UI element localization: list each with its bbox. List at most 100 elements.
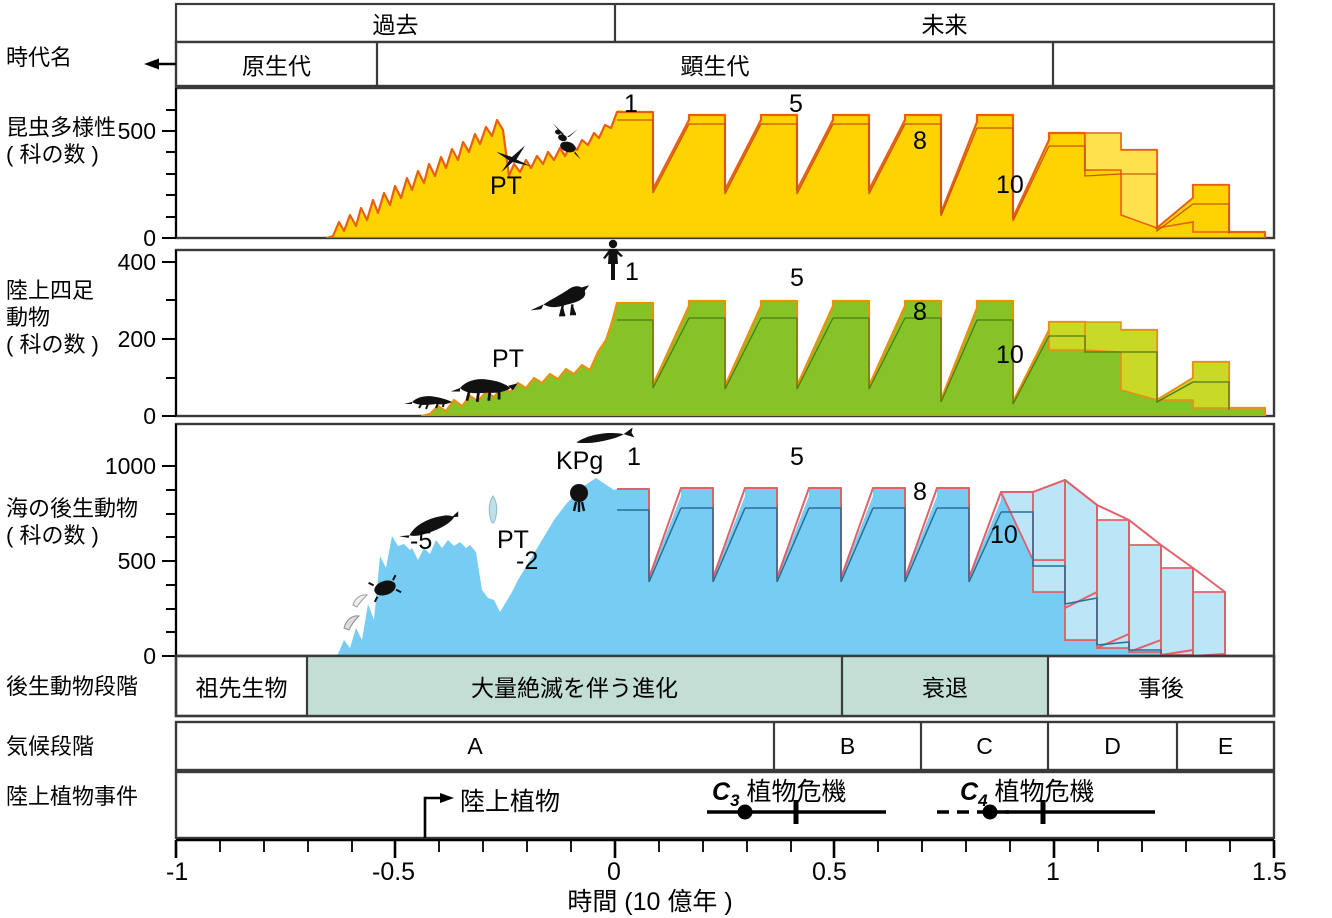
insects-annot-10: 10: [996, 171, 1024, 199]
xtick--0.5: -0.5: [372, 858, 416, 886]
climate-stage-D: D: [1104, 732, 1121, 759]
insects-annot-8: 8: [913, 127, 927, 155]
c3-label-prefix: C: [712, 778, 731, 806]
marine-area: [332, 478, 1225, 656]
shell-silhouette: [343, 615, 361, 631]
row-label-plant-events: 陸上植物事件: [6, 784, 139, 809]
insects-annot-PT: PT: [490, 172, 522, 200]
era-cell-phanerozoic: 顕生代: [680, 53, 750, 79]
climate-stage-A: A: [467, 732, 483, 759]
anomalocaris-silhouette: [399, 511, 459, 538]
era-row: [144, 40, 1276, 88]
land-plants-label: 陸上植物: [460, 788, 561, 816]
marine-annot-minus5: -5: [410, 527, 433, 555]
marine-ytick-1000: 1000: [104, 453, 156, 479]
era-cell-proterozoic: 原生代: [242, 53, 311, 79]
tetrapods-inner-contours: [617, 317, 1230, 410]
c4-crisis-bar: [937, 800, 1155, 824]
panel-insects: [162, 86, 1276, 240]
insects-inner-contours: [617, 119, 1230, 234]
marine-annot-5: 5: [790, 443, 804, 471]
tetrapods-annot-PT: PT: [492, 345, 524, 373]
tetrapods-annot-5: 5: [790, 264, 804, 292]
row-label-tetrapods: 陸上四足 動物 ( 科の数 ): [6, 278, 99, 357]
shell-silhouette-2: [352, 594, 369, 608]
era-cell-blank: [1053, 42, 1274, 86]
tetrapods-upper-band: [1084, 321, 1158, 401]
graptolite-silhouette: [488, 495, 498, 524]
tetrapods-y-axis: [162, 250, 177, 417]
marine-red-outline: [617, 479, 1226, 656]
insects-upper-band: [1084, 132, 1158, 229]
insects-annot-1: 1: [624, 90, 638, 118]
insects-y-axis: [162, 88, 177, 239]
c3-label-sub: 3: [730, 791, 740, 810]
insects-annot-5: 5: [789, 90, 803, 118]
c3-label-suffix: 植物危機: [739, 778, 847, 806]
metazoan-stage-radiation: 大量絶滅を伴う進化: [471, 675, 678, 701]
xtick-1.5: 1.5: [1252, 858, 1287, 886]
xtick-0: 0: [607, 858, 621, 886]
x-axis: [174, 838, 1276, 858]
era-arrow-icon: [144, 58, 176, 70]
c4-label-suffix: 植物危機: [987, 778, 1095, 806]
marine-annot-minus2: -2: [516, 547, 539, 575]
marine-y-axis: [162, 424, 177, 657]
tetrapods-annot-8: 8: [913, 298, 927, 326]
row-label-metazoan-stage: 後生動物段階: [6, 674, 139, 699]
tetrapods-annot-1: 1: [625, 258, 639, 286]
insects-area: [325, 110, 1267, 238]
c3-crisis-label: C3 植物危機: [712, 772, 846, 811]
metazoan-stage-ancestral: 祖先生物: [195, 675, 288, 701]
marine-annot-1: 1: [627, 443, 641, 471]
marine-ytick-500: 500: [117, 548, 156, 574]
panel-marine: [162, 422, 1276, 658]
metazoan-stage-decline: 衰退: [922, 675, 968, 701]
climate-stage-E: E: [1217, 732, 1234, 759]
tetrapods-annot-10: 10: [996, 341, 1024, 369]
panel-tetrapods: [162, 248, 1276, 418]
xtick-1: 1: [1046, 858, 1060, 886]
land-plants-arrow-icon: [423, 793, 454, 838]
newt-silhouette: [404, 396, 452, 410]
trilobite-silhouette: [368, 574, 402, 603]
cynodont-silhouette: [450, 379, 518, 402]
climate-stage-row: [174, 720, 1276, 772]
insects-ytick-0: 0: [143, 225, 156, 251]
dragonfly-silhouette: [496, 145, 531, 173]
row-label-era: 時代名: [6, 45, 73, 70]
c4-crisis-label: C4 植物危機: [960, 772, 1094, 811]
row-label-climate-stage: 気候段階: [6, 734, 95, 759]
c4-label-prefix: C: [960, 778, 979, 806]
plant-events-row: [174, 770, 1276, 840]
fish-silhouette: [576, 427, 635, 443]
tetrapods-ytick-0: 0: [143, 403, 156, 429]
climate-stage-C: C: [976, 732, 993, 759]
marine-annot-8: 8: [913, 478, 927, 506]
metazoan-stage-row: [174, 654, 1276, 718]
marine-inner-contours: [617, 507, 1162, 654]
wasp-silhouette: [552, 123, 581, 160]
time-header-future: 未来: [921, 12, 968, 38]
row-label-insects: 昆虫多様性 ( 科の数 ): [6, 115, 117, 167]
tetrapods-ytick-200: 200: [117, 326, 156, 352]
silhouettes: [343, 123, 635, 631]
time-header-past: 過去: [372, 12, 419, 38]
c4-label-sub: 4: [978, 791, 988, 810]
tyrannosaur-silhouette: [530, 285, 590, 317]
tetrapods-ytick-400: 400: [117, 249, 156, 275]
metazoan-stage-aftermath: 事後: [1138, 675, 1184, 701]
marine-annot-PT: PT: [497, 526, 529, 554]
marine-annot-10: 10: [990, 521, 1018, 549]
row-label-marine: 海の後生動物 ( 科の数 ): [6, 496, 139, 548]
marine-ytick-0: 0: [143, 643, 156, 669]
time-header-row: [174, 2, 1276, 44]
c3-crisis-bar: [707, 800, 886, 824]
xtick--1: -1: [166, 858, 189, 886]
human-silhouette: [603, 239, 623, 280]
x-axis-title: 時間 (10 億年 ): [567, 888, 733, 916]
climate-stage-B: B: [839, 732, 856, 759]
insects-ytick-500: 500: [117, 118, 156, 144]
